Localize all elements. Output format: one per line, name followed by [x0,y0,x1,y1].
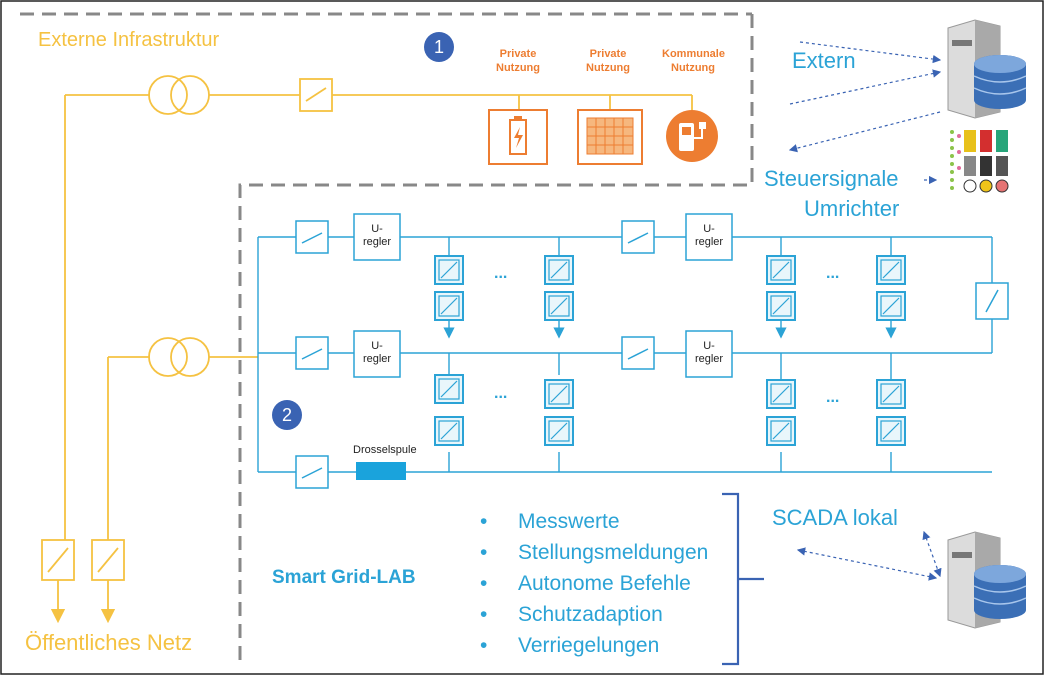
scada-lokal-label: SCADA lokal [772,505,898,530]
badge-two: 2 [272,400,302,430]
regulator-boxes [353,213,733,378]
badge-one: 1 [424,32,454,62]
switch-bus2-left [295,336,329,370]
solar-panel-icon [577,109,643,165]
smart-grid-lab-label: Smart Grid-LAB [272,567,416,588]
usage-label-private-1: Private Nutzung [496,48,540,74]
smart-grid-boundary [238,14,754,668]
switch-bus1-right [621,220,655,254]
converter [434,416,464,446]
switch-bus3-left [295,455,329,489]
drosselspule-shape [356,462,406,480]
usage-label-kommunal: Kommunale Nutzung [662,48,725,74]
converter [766,416,796,446]
charging-station-icon [666,110,718,162]
ellipsis: ... [826,389,840,406]
converter [544,291,574,321]
converter [544,255,574,285]
control-panel-icon [950,130,1009,193]
regler-label: U-regler [694,340,724,366]
converter [876,291,906,321]
switch-bus2-right [621,336,655,370]
converter [766,291,796,321]
server-extern-icon [947,19,1027,119]
ellipsis: ... [494,385,508,402]
bullet-item: Autonome Befehle [480,568,708,599]
bullet-item: Verriegelungen [480,630,708,661]
server-scada-icon [947,531,1027,629]
oeffentliches-netz-label: Öffentliches Netz [25,630,193,655]
switch-vertical-right [975,282,1009,320]
converter [544,416,574,446]
steuersignale-label: Steuersignale [764,166,899,191]
extern-label: Extern [792,48,856,73]
externe-infrastruktur-label: Externe Infrastruktur [38,29,220,51]
external-infrastructure-lines [41,75,693,624]
converter [876,379,906,409]
ellipsis: ... [826,265,840,282]
bullet-item: Schutzadaption [480,599,708,630]
converter [766,379,796,409]
converter [434,255,464,285]
ellipsis: ... [494,265,508,282]
converter [434,374,464,404]
regler-label: U-regler [362,340,392,366]
bullet-item: Stellungsmeldungen [480,537,708,568]
battery-icon [488,109,548,165]
bullet-bracket [722,492,764,666]
switch-bus1-left [295,220,329,254]
converter [876,416,906,446]
converter [434,291,464,321]
converter [544,379,574,409]
usage-label-private-2: Private Nutzung [586,48,630,74]
drosselspule-label: Drosselspule [353,444,417,456]
bullet-list: Messwerte Stellungsmeldungen Autonome Be… [480,506,708,661]
regler-label: U-regler [362,223,392,249]
converter [876,255,906,285]
converter [766,255,796,285]
regler-label: U-regler [694,223,724,249]
bullet-item: Messwerte [480,506,708,537]
communication-arrows [788,41,942,581]
umrichter-label: Umrichter [804,196,900,221]
